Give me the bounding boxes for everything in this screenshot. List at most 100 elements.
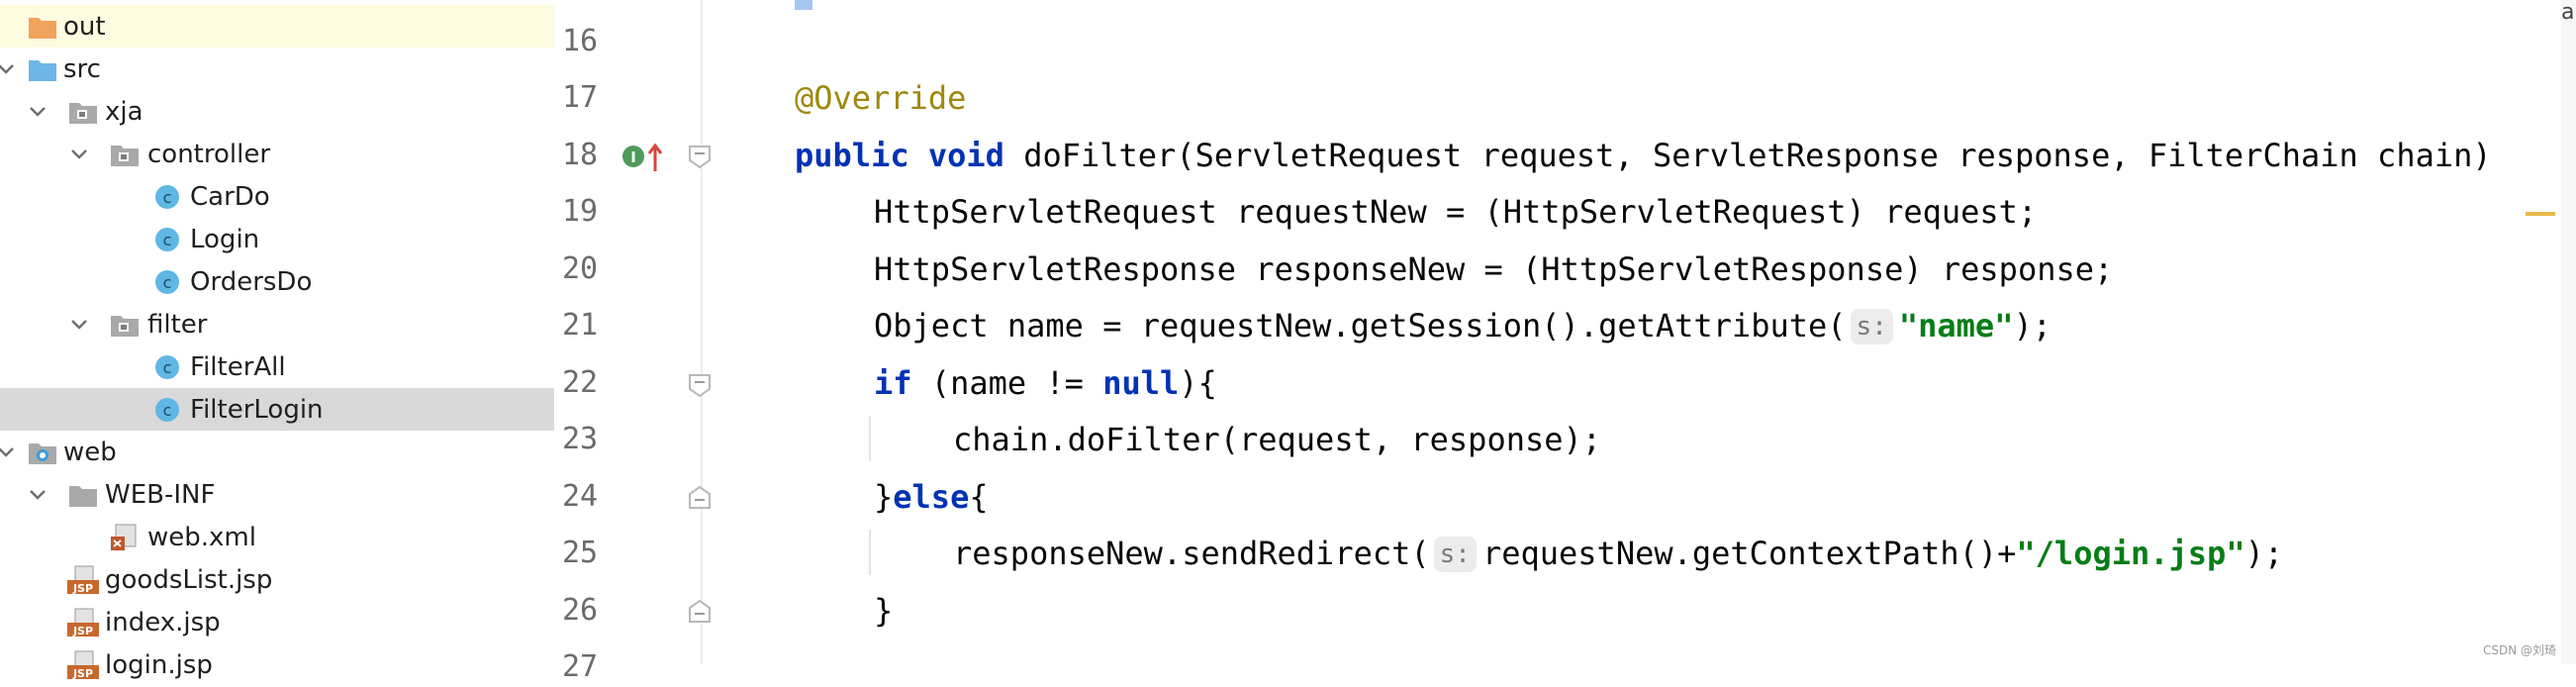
implements-method-marker[interactable]: I [620,142,675,173]
chevron-down-icon[interactable] [67,143,91,166]
fold-toggle-icon[interactable] [687,372,713,398]
line-number: 18 [562,138,599,172]
code-text: ); [2013,307,2051,344]
text-caret-marker [795,0,812,10]
gutter-separator [701,0,703,664]
keyword-token: else [893,478,970,516]
tree-item-filterall[interactable]: c FilterAll [0,345,554,388]
line-number: 25 [562,536,599,570]
tree-item-login[interactable]: c Login [0,218,554,260]
tree-item-web[interactable]: web [0,431,554,473]
tree-item-label: index.jsp [105,607,221,638]
tree-item-cardo[interactable]: c CarDo [0,175,554,218]
folder-orange-icon [27,12,58,42]
code-line-25[interactable]: responseNew.sendRedirect(s:requestNew.ge… [953,531,2283,576]
code-line-21[interactable]: Object name = requestNew.getSession().ge… [874,303,2051,348]
jsp-file-icon: JSP [67,608,99,638]
folder-blue-icon [27,54,58,84]
code-line-18[interactable]: public void doFilter(ServletRequest requ… [795,133,2492,178]
parameter-hint: s: [1433,537,1477,572]
tree-item-label: FilterAll [190,351,286,382]
fold-end-icon[interactable] [687,599,713,625]
line-number: 20 [562,251,599,286]
line-number: 22 [562,365,599,400]
code-line-22[interactable]: if (name != null){ [874,360,1217,406]
indent-guide [869,530,871,575]
java-class-icon: c [151,395,183,425]
svg-text:JSP: JSP [72,667,93,680]
jsp-file-icon: JSP [67,650,99,680]
chevron-down-icon[interactable] [0,57,18,81]
code-line-24[interactable]: }else{ [874,474,989,520]
fold-end-icon[interactable] [687,485,713,511]
tree-item-login-jsp[interactable]: JSP login.jsp [0,643,554,686]
project-tree: out src xja controller c C [0,0,554,680]
keyword-token: public [795,137,909,174]
code-text: chain.doFilter(request, response); [953,421,1602,458]
jsp-file-icon: JSP [67,565,99,595]
svg-text:c: c [163,188,172,207]
tree-item-filter[interactable]: filter [0,303,554,345]
svg-text:c: c [163,401,172,420]
line-number: 27 [562,649,599,684]
code-line-26[interactable]: } [874,588,893,634]
string-token: "name" [1898,307,2014,344]
tree-item-label: goodsList.jsp [105,564,273,595]
tree-item-controller[interactable]: controller [0,133,554,175]
tree-item-web-xml[interactable]: web.xml [0,516,554,558]
keyword-token: null [1102,364,1180,402]
parameter-hint: s: [1850,309,1893,344]
svg-text:c: c [163,358,172,377]
code-text: } [874,478,894,516]
tree-item-label: web [63,437,117,467]
code-text: ){ [1179,364,1217,402]
chevron-down-icon[interactable] [0,441,18,464]
code-text: HttpServletRequest requestNew = (HttpSer… [874,193,2038,231]
package-icon [67,97,99,127]
code-line-17[interactable]: @Override [795,75,966,121]
scrollbar-track[interactable] [2561,0,2576,664]
fold-toggle-icon[interactable] [687,144,713,169]
code-text: } [874,592,894,630]
watermark: CSDN @刘琦 [2482,643,2556,657]
java-class-icon: c [151,182,183,212]
code-text: HttpServletResponse responseNew = (HttpS… [874,250,2114,288]
tree-item-label: web.xml [147,522,256,552]
line-number: 19 [562,194,599,229]
keyword-token: void [927,137,1004,174]
code-line-20[interactable]: HttpServletResponse responseNew = (HttpS… [874,246,2113,292]
tree-item-label: WEB-INF [105,479,216,510]
code-line-19[interactable]: HttpServletRequest requestNew = (HttpSer… [874,189,2037,235]
tree-item-web-inf[interactable]: WEB-INF [0,473,554,516]
package-icon [109,140,141,169]
tree-item-ordersdo[interactable]: c OrdersDo [0,260,554,303]
editor-gutter [554,0,703,664]
xml-file-icon [109,523,141,552]
tree-item-goodslist-jsp[interactable]: JSP goodsList.jsp [0,558,554,601]
tree-item-out[interactable]: out [0,5,554,48]
java-class-icon: c [151,267,183,297]
annotation-token: @Override [795,79,967,117]
tree-item-label: src [63,53,101,84]
tree-item-src[interactable]: src [0,48,554,90]
indent-guide [869,416,871,461]
tree-item-filterlogin[interactable]: c FilterLogin [0,388,554,431]
line-number: 17 [562,80,599,115]
line-number: 26 [562,593,599,628]
chevron-down-icon[interactable] [26,100,49,124]
chevron-down-icon[interactable] [26,483,49,507]
tree-item-label: controller [147,139,271,169]
tree-item-xja[interactable]: xja [0,90,554,133]
line-number: 21 [562,308,599,343]
tree-item-index-jsp[interactable]: JSP index.jsp [0,601,554,643]
svg-text:JSP: JSP [72,582,93,595]
code-text: { [969,478,989,516]
chevron-down-icon[interactable] [67,313,91,337]
java-class-icon: c [151,225,183,254]
code-text: ); [2244,535,2284,572]
error-stripe-marker[interactable] [2526,212,2555,216]
code-text: Object name = requestNew.getSession().ge… [874,307,1847,344]
tree-item-label: out [63,11,106,42]
line-number: 24 [562,479,599,514]
code-line-23[interactable]: chain.doFilter(request, response); [953,417,1601,462]
